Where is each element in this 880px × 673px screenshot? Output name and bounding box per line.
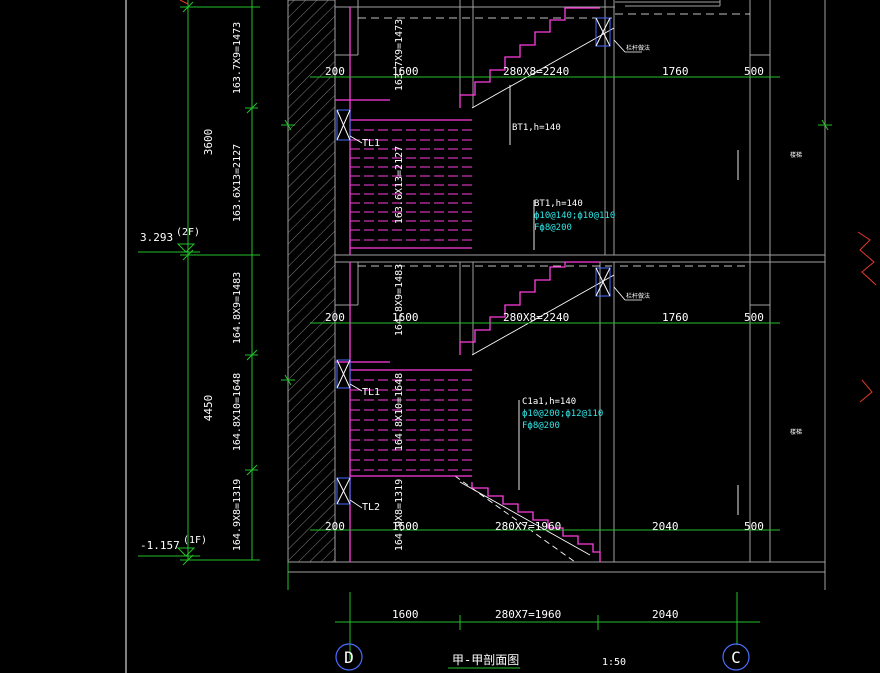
row2-dim-c: 280X8=2240: [503, 311, 569, 324]
row2-dim-e: 500: [744, 311, 764, 324]
level-elev-2f: 3.293: [140, 231, 173, 244]
drawing-title: 甲-甲剖面图: [452, 653, 519, 667]
flight-step-dim-3: 164.8X9=1483: [394, 264, 405, 336]
level-floor-1f: (1F): [183, 535, 207, 546]
dashed-slab-lines: [358, 13, 750, 267]
axis-label-c: C: [731, 648, 741, 667]
dashed-soffit: [454, 475, 576, 563]
left-dimension-lines: [138, 0, 289, 590]
level-marker-2f: 3.293 (2F): [140, 227, 200, 253]
drawing-scale: 1:50: [602, 657, 626, 668]
note-railing-lower: 栏杆做法: [626, 292, 650, 300]
row3-dim-e: 500: [744, 520, 764, 533]
magenta-stair-profiles: [335, 7, 601, 562]
row2-dim-b: 1600: [392, 311, 419, 324]
red-break-marks: [857, 231, 877, 403]
flight-step-dim-1: 163.7X9=1473: [394, 19, 405, 91]
storey-height-lower: 4450: [202, 395, 215, 422]
flight-step-dim-4: 164.8X10=1648: [394, 373, 405, 451]
label-c1a1: C1a1,h=140: [522, 397, 576, 407]
label-tl1-lower: TL1: [362, 387, 380, 398]
axis-label-d: D: [344, 648, 354, 667]
row2-dim-a: 200: [325, 311, 345, 324]
left-step-dim-2: 163.6X13=2127: [232, 144, 243, 222]
row2-dim-d: 1760: [662, 311, 689, 324]
axis-bubble-d: [335, 643, 363, 671]
flight-step-dim-2: 163.6X13=2127: [394, 146, 405, 224]
left-step-dim-1: 163.7X9=1473: [232, 22, 243, 94]
bottom-dim-2: 280X7=1960: [495, 608, 561, 621]
hatched-wall: [287, 0, 336, 563]
level-elev-1f: -1.157: [140, 539, 180, 552]
label-c1a1-rebar-2: Fф8@200: [522, 421, 560, 431]
bottom-dim-3: 2040: [652, 608, 679, 621]
note-railing-upper: 栏杆做法: [626, 44, 650, 52]
row3-dim-d: 2040: [652, 520, 679, 533]
level-marker-1f: -1.157 (1F): [140, 535, 207, 557]
label-bt1-lower: BT1,h=140: [534, 199, 583, 209]
room-label-upper: 楼梯: [790, 151, 802, 159]
left-step-dim-4: 164.8X10=1648: [232, 373, 243, 451]
row3-dim-a: 200: [325, 520, 345, 533]
row1-dim-a: 200: [325, 65, 345, 78]
flight-step-dim-5: 164.9X8=1319: [394, 479, 405, 551]
horizontal-dimension-lines: [310, 76, 780, 669]
right-edge-marks: [281, 119, 832, 386]
label-tl2: TL2: [362, 502, 380, 513]
row1-dim-c: 280X8=2240: [503, 65, 569, 78]
white-detail-lines: [459, 27, 739, 556]
level-floor-2f: (2F): [176, 227, 200, 238]
row1-dim-e: 500: [744, 65, 764, 78]
row3-dim-b: 1600: [392, 520, 419, 533]
left-step-dim-5: 164.9X8=1319: [232, 479, 243, 551]
label-c1a1-rebar-1: ф10@200;ф12@110: [522, 409, 603, 419]
left-step-dim-3: 164.8X9=1483: [232, 272, 243, 344]
storey-height-upper: 3600: [202, 129, 215, 156]
bottom-dim-1: 1600: [392, 608, 419, 621]
label-tl1-upper: TL1: [362, 138, 380, 149]
beam-section-symbols: [336, 17, 611, 505]
axis-bubble-c: [722, 643, 750, 671]
row3-dim-c: 280X7=1960: [495, 520, 561, 533]
label-bt1-upper: BT1,h=140: [512, 123, 561, 133]
magenta-tread-lines: [350, 129, 472, 471]
room-label-lower: 楼梯: [790, 428, 802, 436]
row1-dim-d: 1760: [662, 65, 689, 78]
label-bt1-rebar-1: ф10@140;ф10@110: [534, 211, 615, 221]
label-bt1-rebar-2: Fф8@200: [534, 223, 572, 233]
row1-dim-b: 1600: [392, 65, 419, 78]
